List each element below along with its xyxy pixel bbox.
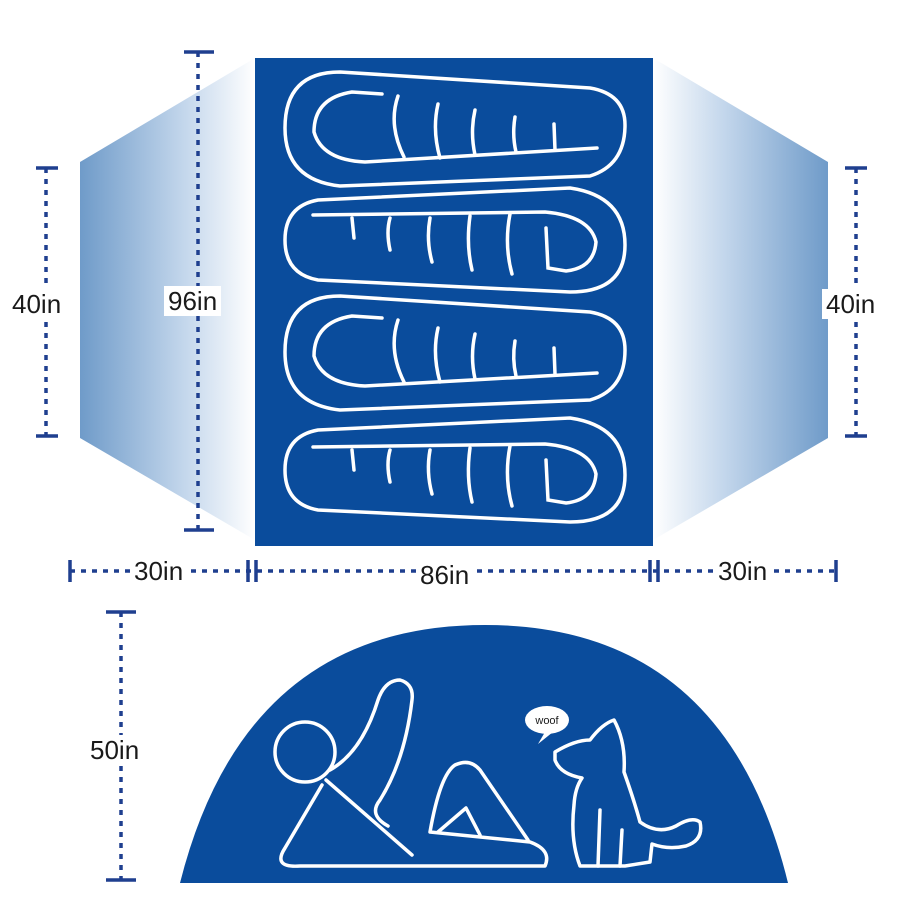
right-vestibule-depth-label: 30in xyxy=(714,556,772,586)
speech-bubble xyxy=(525,706,569,744)
speech-bubble-text: woof xyxy=(534,715,559,727)
dog-outline xyxy=(553,718,703,868)
right-vestibule xyxy=(653,58,828,540)
tent-side-profile xyxy=(180,625,788,883)
dim-width-line xyxy=(68,560,838,582)
body-width-label: 86in xyxy=(416,560,474,590)
sleeping-bags xyxy=(283,70,627,524)
sleeping-bag-1 xyxy=(283,70,627,188)
sleeping-bag-3 xyxy=(283,294,627,412)
right-vestibule-height-label: 40in xyxy=(822,289,880,319)
person-outline xyxy=(273,678,549,868)
body-length-label: 96in xyxy=(164,286,222,316)
dim-96in-line xyxy=(184,50,214,532)
sleeping-bag-2 xyxy=(283,186,627,294)
sleeping-bag-4 xyxy=(283,416,627,524)
left-vestibule-height-label: 40in xyxy=(8,289,66,319)
side-height-label: 50in xyxy=(86,735,144,765)
left-vestibule-depth-label: 30in xyxy=(130,556,188,586)
